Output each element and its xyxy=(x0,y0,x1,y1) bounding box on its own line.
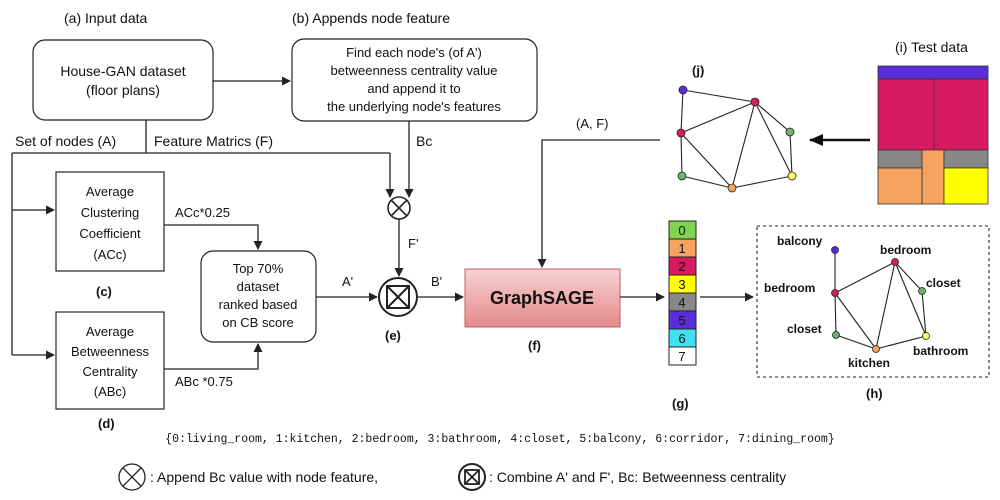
label-a-prime: A' xyxy=(342,274,353,289)
abc-box-line-2: Betweenness xyxy=(71,344,150,359)
arrow-abc-to-top xyxy=(164,343,263,370)
dataset-box-line-2: (floor plans) xyxy=(86,82,160,98)
top-box-line-1: Top 70% xyxy=(233,261,284,276)
acc-box-line-4: (ACc) xyxy=(93,247,126,262)
append-operator-icon xyxy=(387,196,411,220)
node-kitchen-j xyxy=(727,183,737,193)
node-label-kitchen: kitchen xyxy=(848,356,890,370)
node-label-bedroom-2: bedroom xyxy=(764,281,815,295)
label-bc: Bc xyxy=(416,133,432,149)
label-f-prime: F' xyxy=(408,236,418,251)
node-bedroom-j xyxy=(750,97,760,107)
panel-label-h: (h) xyxy=(866,386,883,401)
label-abc-weight: ABc *0.75 xyxy=(175,374,233,389)
arrow-af-to-graphsage xyxy=(537,139,660,268)
panel-label-d: (d) xyxy=(98,416,115,431)
top-box-line-2: dataset xyxy=(237,279,280,294)
append-box-line-2: betweenness centrality value xyxy=(331,63,498,78)
panel-label-a: (a) Input data xyxy=(64,10,147,26)
node-closet-j-2 xyxy=(677,171,687,181)
node-bedroom xyxy=(891,258,899,266)
top-box-line-4: on CB score xyxy=(222,315,294,330)
append-box-line-3: and append it to xyxy=(367,81,460,96)
dataset-box: House-GAN dataset (floor plans) xyxy=(32,39,214,121)
legend-combine-icon xyxy=(458,463,486,491)
label-digit-5: 5 xyxy=(678,313,685,328)
label-cell-7 xyxy=(668,346,697,366)
panel-label-f: (f) xyxy=(528,338,541,353)
label-digit-6: 6 xyxy=(678,331,685,346)
acc-box-line-3: Coefficient xyxy=(79,226,141,241)
label-set-of-nodes: Set of nodes (A) xyxy=(15,133,116,149)
graphsage-label: GraphSAGE xyxy=(490,288,594,308)
arrow-acc-to-top xyxy=(164,224,263,250)
node-bedroom-j-2 xyxy=(676,128,686,138)
panel-label-j: (j) xyxy=(692,63,704,78)
panel-label-g: (g) xyxy=(672,396,689,411)
node-closet xyxy=(918,287,926,295)
abc-box: Average Betweenness Centrality (ABc) xyxy=(55,311,165,410)
label-acc-weight: ACc*0.25 xyxy=(175,205,230,220)
label-digit-4: 4 xyxy=(678,295,685,310)
panel-label-i: (i) Test data xyxy=(895,39,968,55)
label-a-f: (A, F) xyxy=(576,116,609,131)
acc-box-line-2: Clustering xyxy=(81,205,140,220)
graph-h-frame xyxy=(756,225,990,378)
panel-label-b: (b) Appends node feature xyxy=(292,10,450,26)
node-label-balcony: balcony xyxy=(777,234,823,248)
graph-h: balcony bedroom bedroom closet closet ki… xyxy=(756,225,990,378)
dataset-box-line-1: House-GAN dataset xyxy=(60,63,185,79)
combine-operator-icon xyxy=(378,277,418,317)
append-feature-box: Find each node's (of A') betweenness cen… xyxy=(291,38,538,122)
node-label-closet-2: closet xyxy=(787,322,822,336)
top-dataset-box: Top 70% dataset ranked based on CB score xyxy=(200,250,317,343)
test-floor-plan xyxy=(877,65,989,205)
label-digit-2: 2 xyxy=(678,259,685,274)
abc-box-line-4: (ABc) xyxy=(94,384,127,399)
node-bathroom xyxy=(922,332,930,340)
label-digit-1: 1 xyxy=(678,241,685,256)
node-bathroom-j xyxy=(787,171,797,181)
connectors xyxy=(11,76,870,370)
legend-append-text: : Append Bc value with node feature, xyxy=(150,469,378,485)
node-balcony-j xyxy=(678,85,688,95)
abc-box-line-1: Average xyxy=(86,324,134,339)
label-b-prime: B' xyxy=(431,274,442,289)
node-label-closet-1: closet xyxy=(926,276,961,290)
node-bedroom-2 xyxy=(831,289,839,297)
node-label-bathroom: bathroom xyxy=(913,344,968,358)
legend-combine-text: : Combine A' and F', Bc: Betweenness cen… xyxy=(489,469,786,485)
append-box-line-4: the underlying node's features xyxy=(327,99,501,114)
node-label-bedroom-1: bedroom xyxy=(880,243,931,257)
graph-j xyxy=(676,85,797,193)
node-closet-2 xyxy=(832,331,840,339)
label-digit-0: 0 xyxy=(678,223,685,238)
top-box-line-3: ranked based xyxy=(219,297,298,312)
panel-label-e: (e) xyxy=(385,328,401,343)
acc-box: Average Clustering Coefficient (ACc) xyxy=(55,171,165,272)
room-type-legend: {0:living_room, 1:kitchen, 2:bedroom, 3:… xyxy=(165,433,834,446)
panel-label-c: (c) xyxy=(96,284,112,299)
label-digit-7: 7 xyxy=(678,349,685,364)
legend-append-icon xyxy=(118,463,146,491)
graphsage-box: GraphSAGE xyxy=(464,268,621,328)
label-digit-3: 3 xyxy=(678,277,685,292)
abc-box-line-3: Centrality xyxy=(83,364,138,379)
node-kitchen xyxy=(872,345,880,353)
label-feature-matrics: Feature Matrics (F) xyxy=(154,133,273,149)
label-bar: 0 1 2 3 4 5 6 7 xyxy=(668,220,697,366)
acc-box-line-1: Average xyxy=(86,184,134,199)
node-balcony xyxy=(831,246,839,254)
node-closet-j xyxy=(785,127,795,137)
append-box-line-1: Find each node's (of A') xyxy=(346,45,482,60)
